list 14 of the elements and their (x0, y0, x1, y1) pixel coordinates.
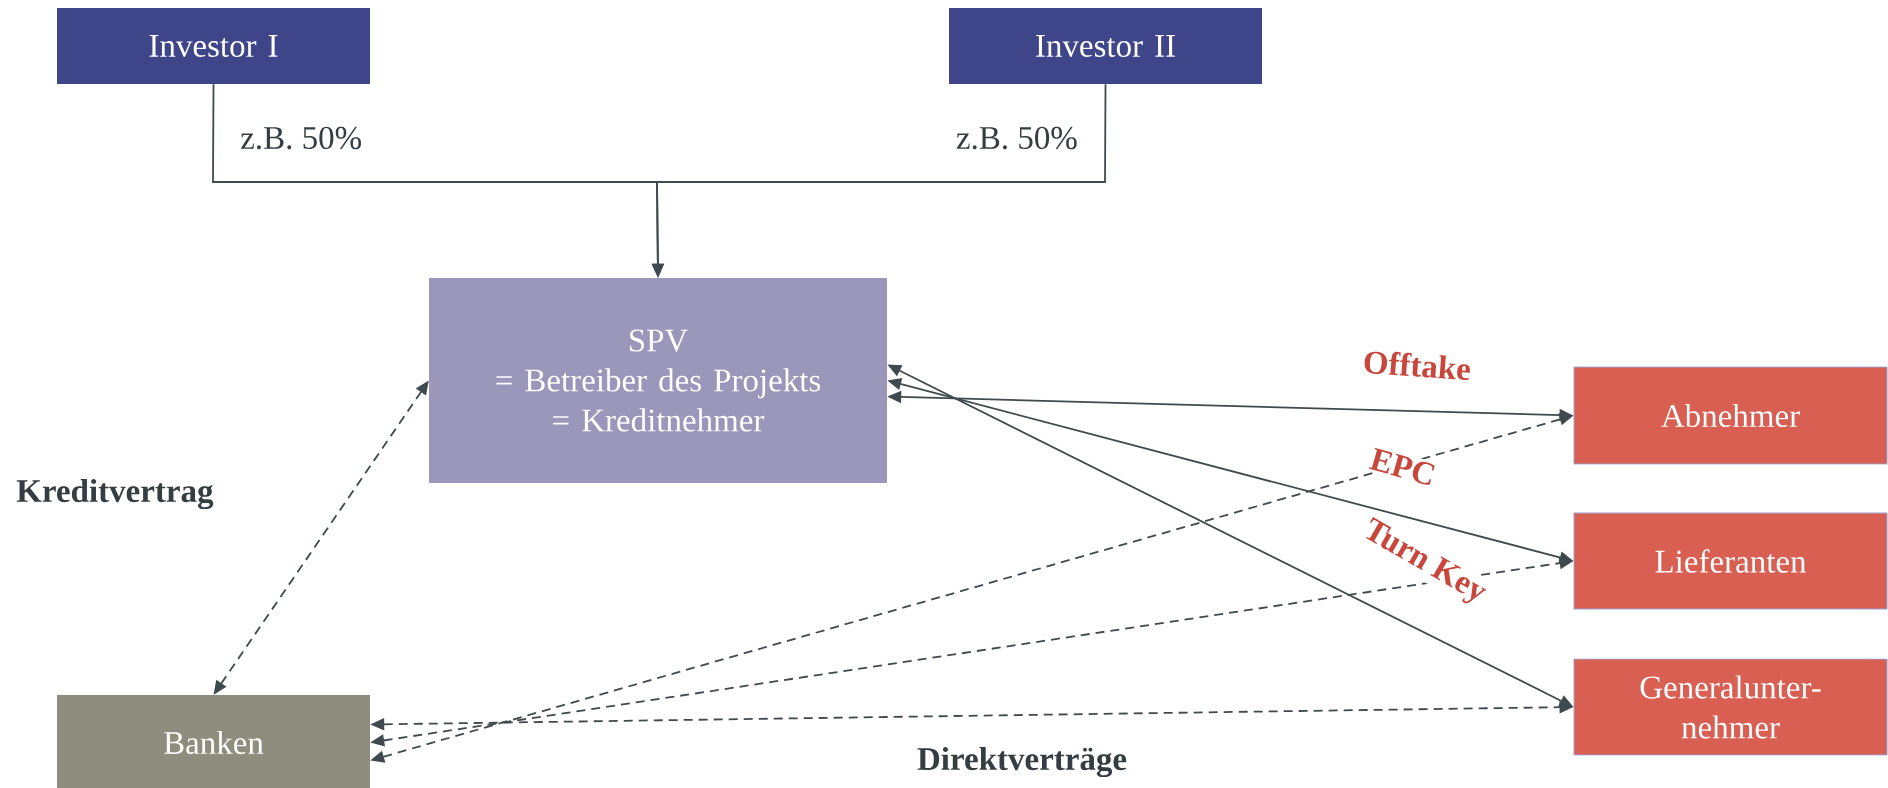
edge-label: EPC (1365, 444, 1441, 490)
box: SPV = Betreiber des Projekts = Kreditnehmer (429, 278, 887, 483)
box: Banken (57, 695, 370, 788)
box: Generalunter- nehmer (1573, 658, 1888, 756)
edge-label: Kreditvertrag (14, 476, 216, 512)
edge-label: Offtake (1360, 347, 1474, 383)
edge-label: z.B. 50% (953, 124, 1080, 152)
edge-label: z.B. 50% (238, 124, 365, 152)
box: Investor II (949, 8, 1262, 84)
box: Investor I (57, 8, 370, 84)
edge-label: Turn Key (1355, 514, 1493, 613)
box: Lieferanten (1573, 512, 1888, 610)
box: Abnehmer (1573, 366, 1888, 465)
edge-label: Direktverträge (914, 744, 1130, 780)
